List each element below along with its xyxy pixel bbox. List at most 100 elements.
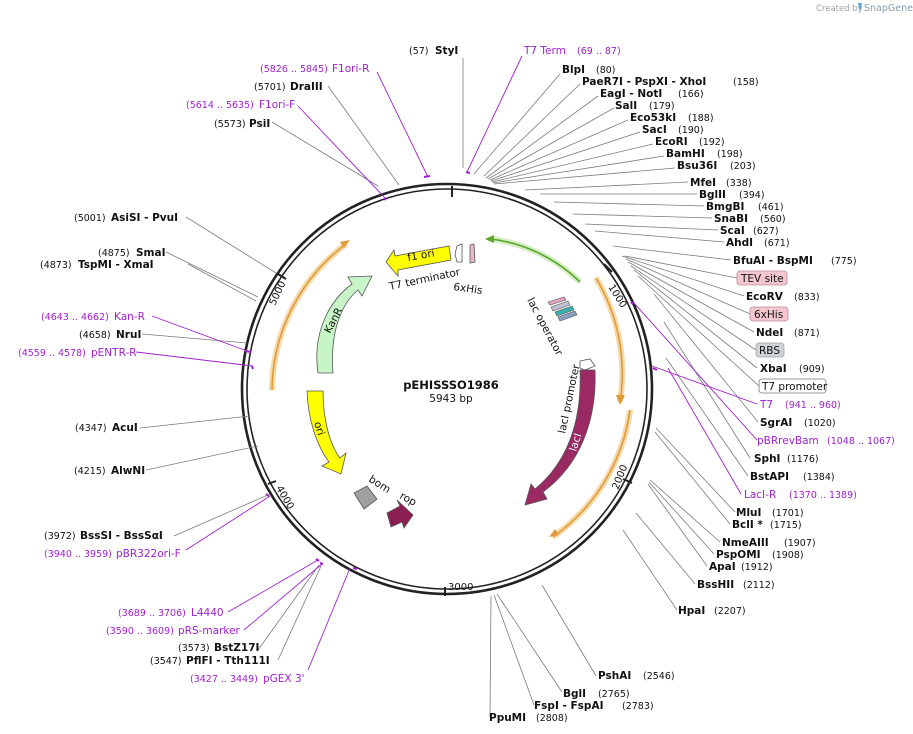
enzyme-name: Bsu36I (677, 160, 717, 172)
primer-leader-lines (135, 55, 758, 671)
enzyme-name: AhdI (726, 237, 753, 249)
kanr-feature[interactable] (316, 275, 373, 374)
enzyme-name: BssSI - BssSαI (80, 530, 163, 542)
enzyme-pos: (192) (699, 137, 725, 148)
enzyme-pos: (203) (730, 161, 756, 172)
enzyme-name: SmaI (136, 247, 166, 259)
enzyme-name: MfeI (690, 177, 716, 189)
enzyme-pos: (671) (764, 238, 790, 249)
enzyme-name: SgrAI (760, 417, 792, 429)
primer-name: F1ori-F (259, 99, 295, 111)
primer-name: Kan-R (114, 311, 145, 323)
green-arc-halo (490, 236, 583, 285)
enzyme-pos: (158) (733, 77, 759, 88)
rop-feature[interactable] (386, 499, 414, 529)
enzyme-name: EcoRV (746, 291, 784, 303)
bom-feature[interactable] (353, 485, 378, 510)
snapgene-logo-icon (858, 3, 862, 12)
primer-name: L4440 (191, 607, 224, 619)
primer-pos: (3940 .. 3959) (44, 549, 112, 560)
orange-arc-left-arrow-icon (340, 240, 350, 248)
primer-pos: (3590 .. 3609) (106, 626, 174, 637)
primer-name: pBRrevBam (757, 435, 819, 447)
t7-terminator-feature[interactable] (454, 243, 463, 263)
primer-pos: (1048 .. 1067) (827, 436, 895, 447)
f1-ori-feature[interactable] (385, 245, 452, 278)
orange-arc-left (271, 243, 347, 391)
plasmid-size: 5943 bp (429, 393, 473, 405)
enzyme-pos: (4347) (75, 423, 107, 434)
laci-feature[interactable] (524, 369, 596, 506)
enzyme-name: EagI - NotI (600, 88, 662, 100)
ori-label: ori (311, 420, 327, 437)
enzyme-name: AcuI (112, 422, 138, 434)
enzyme-pos: (2808) (536, 713, 568, 724)
primer-pos: (69 .. 87) (577, 46, 621, 57)
primer-name: pBR322ori-F (116, 548, 181, 560)
enzyme-pos: (2546) (643, 671, 675, 682)
enzyme-name: PshAI (598, 670, 631, 682)
orange-arc-right-bottom (552, 409, 631, 538)
enzyme-pos: (461) (758, 202, 784, 213)
enzyme-pos: (1912) (741, 562, 773, 573)
enzyme-name: BglII (699, 189, 726, 201)
enzyme-pos: (57) (409, 46, 429, 57)
enzyme-pos: (2783) (622, 701, 654, 712)
laci-label: lacI (567, 432, 584, 453)
enzyme-name: PaeR7I - PspXI - XhoI (582, 76, 706, 88)
green-arc (490, 238, 581, 283)
tev-site-box[interactable] (736, 270, 788, 286)
t7-promoter-box[interactable] (758, 378, 827, 394)
primer-name: T7 Term (523, 45, 566, 57)
enzyme-name: NruI (116, 329, 141, 341)
enzyme-pos: (394) (739, 190, 765, 201)
primer-pos: (4559 .. 4578) (18, 348, 86, 359)
enzyme-pos: (4873) (40, 260, 72, 271)
rbs-label: RBS (759, 345, 780, 357)
t7-promoter-label: T7 promoter (761, 381, 828, 393)
enzyme-name: TspMI - XmaI (78, 259, 154, 271)
enzyme-name: BglI (563, 688, 586, 700)
enzyme-name: PsiI (249, 118, 270, 130)
enzyme-name: BfuAI - BspMI (733, 255, 813, 267)
laci-promoter-feature[interactable] (579, 358, 596, 371)
enzyme-pos: (166) (678, 89, 704, 100)
enzyme-pos: (1907) (784, 538, 816, 549)
green-arc-arrow-icon (485, 235, 494, 243)
enzyme-pos: (1384) (803, 472, 835, 483)
enzyme-pos: (1701) (772, 508, 804, 519)
enzyme-name: HpaI (678, 605, 705, 617)
f1-ori-label: f1 ori (406, 247, 435, 264)
his-tag-feature[interactable] (469, 243, 476, 264)
enzyme-pos: (188) (688, 113, 714, 124)
tick-label-4000: 4000 (273, 484, 295, 512)
rbs-box[interactable] (755, 342, 785, 358)
ori-feature[interactable] (306, 390, 347, 475)
enzyme-pos: (833) (794, 292, 820, 303)
primer-pos: (941 .. 960) (785, 400, 841, 411)
enzyme-name: StyI (435, 45, 458, 57)
his-tag-box[interactable] (749, 306, 789, 322)
orange-arc-right-top-arrow-icon (616, 395, 625, 405)
enzyme-pos: (190) (678, 125, 704, 136)
enzyme-pos: (909) (799, 364, 825, 375)
enzyme-name: MluI (736, 507, 761, 519)
tev-site-label: TEV site (740, 273, 784, 285)
credit-brand: SnapGene (864, 3, 913, 14)
enzyme-pos: (871) (794, 328, 820, 339)
enzyme-pos: (179) (649, 101, 675, 112)
enzyme-name: BssHII (697, 579, 734, 591)
lac-operator-feature[interactable] (547, 296, 578, 322)
enzyme-name: BstAPI (750, 471, 789, 483)
enzyme-pos: (775) (831, 256, 857, 267)
enzyme-pos: (3547) (150, 656, 182, 667)
enzyme-name: SacI (642, 124, 667, 136)
enzyme-pos: (1020) (804, 418, 836, 429)
primer-name: pGEX 3' (263, 673, 305, 685)
feature-boxes: TEV site 6xHis RBS T7 promoter (624, 255, 828, 394)
enzyme-name: BclI * (732, 519, 763, 531)
credit-prefix: Created by (816, 4, 863, 14)
enzyme-pos: (2765) (598, 689, 630, 700)
enzyme-name: AlwNI (111, 465, 145, 477)
